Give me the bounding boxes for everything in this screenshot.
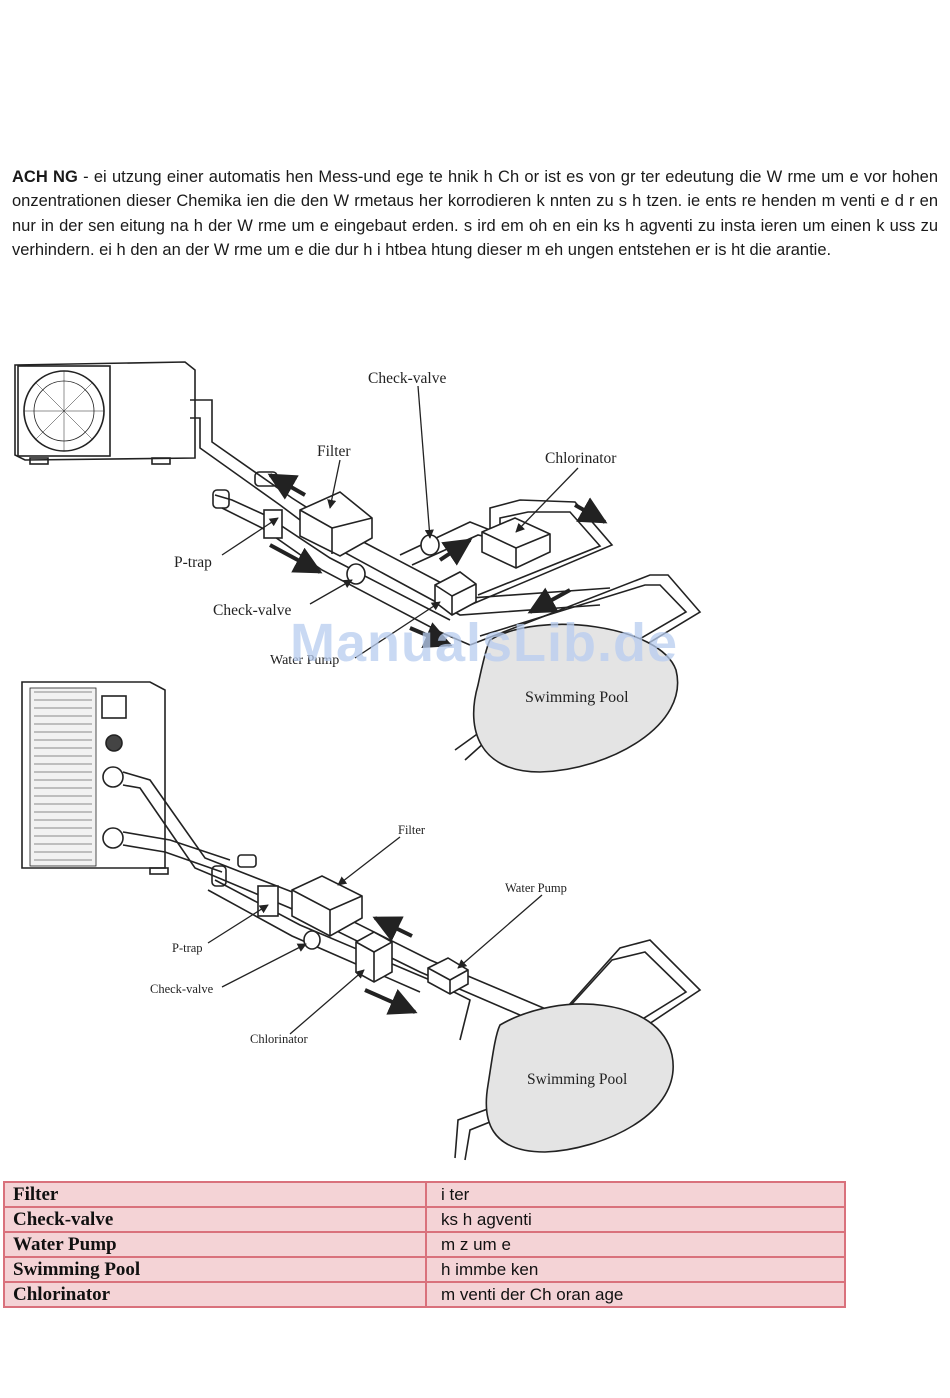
translation-table: Filter i ter Check-valve ks h agventi Wa…: [3, 1181, 846, 1308]
translation-cell: h immbe ken: [425, 1256, 846, 1283]
warning-lead: ACH NG: [12, 168, 78, 186]
table-row: Chlorinator m venti der Ch oran age: [3, 1281, 846, 1308]
label-check-valve-1: Check-valve: [213, 602, 291, 619]
label-water-pump-1: Water Pump: [270, 653, 339, 668]
label-filter-1: Filter: [317, 443, 351, 460]
diagram-2: [21, 681, 702, 1161]
term-cell: Filter: [3, 1181, 427, 1208]
swimming-pool-1: [472, 623, 679, 773]
term-cell: Water Pump: [3, 1231, 427, 1258]
term-cell: Chlorinator: [3, 1281, 427, 1308]
heat-pump-unit-1: [14, 361, 196, 465]
label-chlorinator-2: Chlorinator: [250, 1032, 308, 1046]
warning-notice: ACH NG - ei utzung einer automatis hen M…: [12, 165, 938, 262]
translation-cell: m venti der Ch oran age: [425, 1281, 846, 1308]
flow-arrows-1: [267, 473, 608, 649]
label-pool-1: Swimming Pool: [525, 689, 629, 706]
installation-diagrams: Check-valve Filter Chlorinator P-trap Ch…: [14, 361, 702, 1161]
translation-cell: i ter: [425, 1181, 846, 1208]
label-filter-2: Filter: [398, 823, 426, 837]
label-chlorinator-1: Chlorinator: [545, 450, 617, 467]
table-row: Water Pump m z um e: [3, 1231, 846, 1258]
heat-pump-unit-2: [21, 681, 169, 875]
label-check-valve-2: Check-valve: [150, 982, 214, 996]
translation-cell: ks h agventi: [425, 1206, 846, 1233]
table-row: Check-valve ks h agventi: [3, 1206, 846, 1233]
warning-body: - ei utzung einer automatis hen Mess-und…: [12, 168, 938, 259]
label-water-pump-2: Water Pump: [505, 881, 567, 895]
watermark: ManualsLib.de: [290, 613, 679, 673]
diagram-1: [14, 361, 702, 773]
term-cell: Swimming Pool: [3, 1256, 427, 1283]
label-ptrap-1: P-trap: [174, 554, 212, 571]
table-row: Filter i ter: [3, 1181, 846, 1208]
label-pool-2: Swimming Pool: [527, 1071, 627, 1088]
label-check-valve-top: Check-valve: [368, 370, 446, 387]
term-cell: Check-valve: [3, 1206, 427, 1233]
label-ptrap-2: P-trap: [172, 941, 203, 955]
swimming-pool-2: [485, 1003, 674, 1153]
translation-cell: m z um e: [425, 1231, 846, 1258]
flow-arrows-2: [364, 916, 418, 1015]
table-row: Swimming Pool h immbe ken: [3, 1256, 846, 1283]
